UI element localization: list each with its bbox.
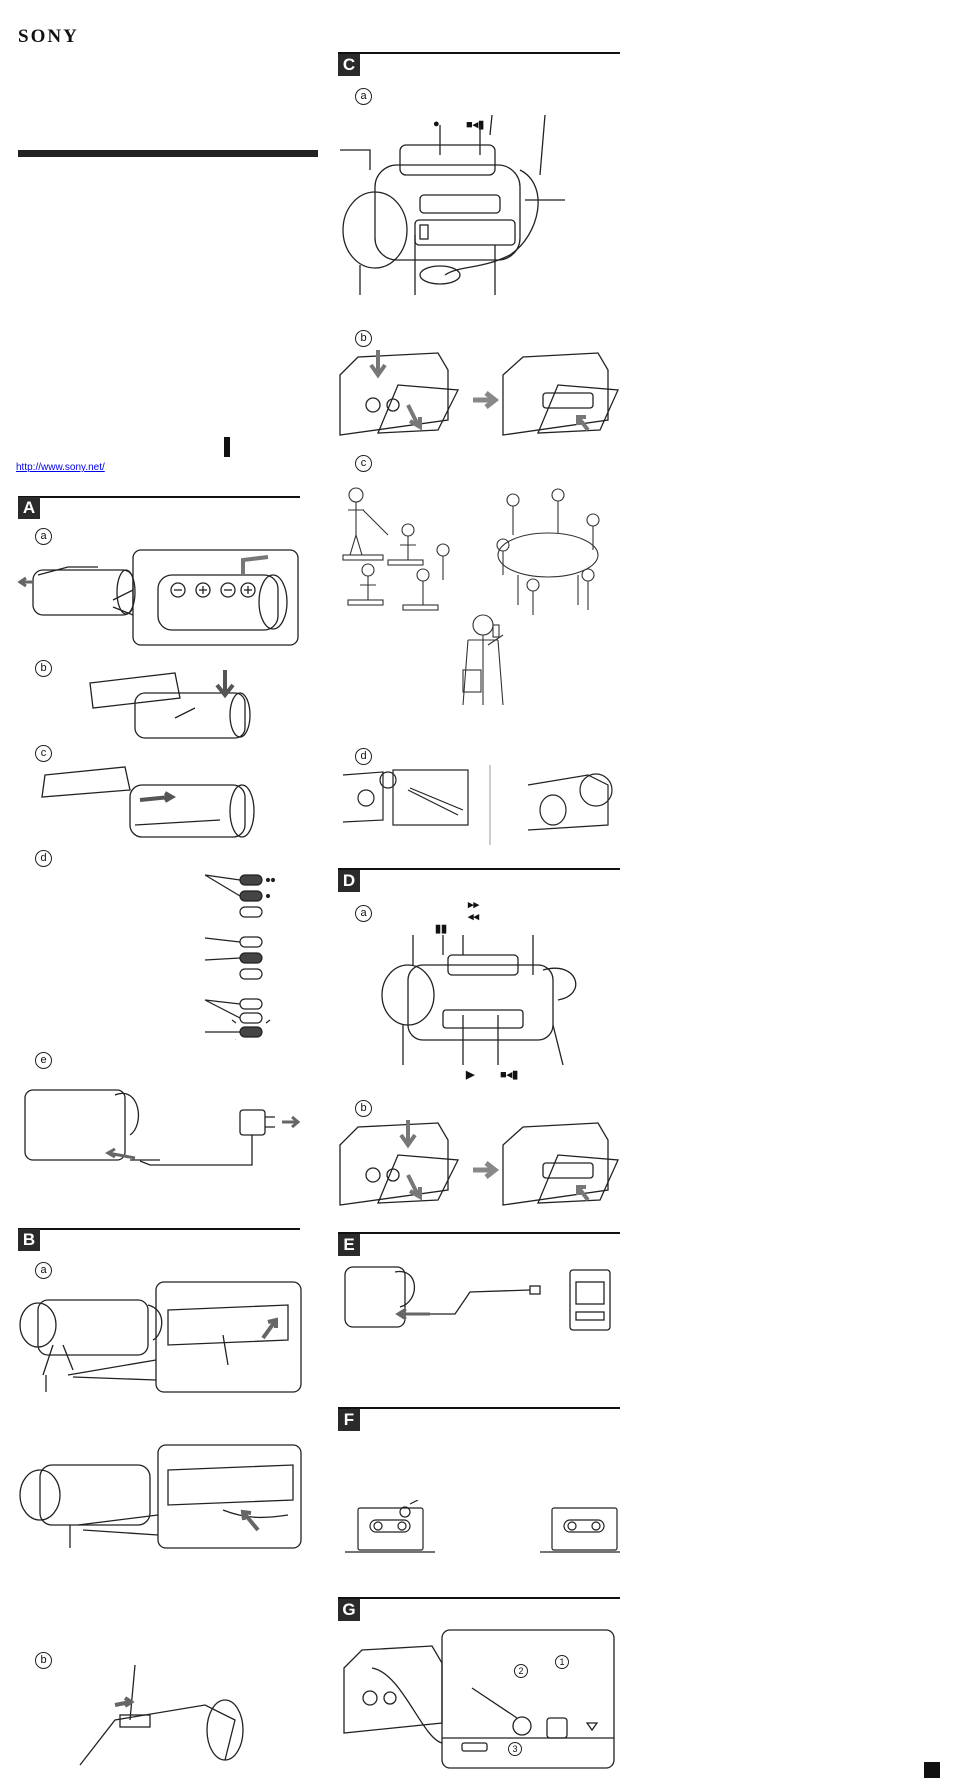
section-d-rule bbox=[338, 868, 620, 870]
cassette-door-figure-2 bbox=[338, 1115, 620, 1210]
sub-a-b: b bbox=[35, 660, 52, 677]
strap-figure-2 bbox=[18, 1440, 303, 1550]
section-b-badge: B bbox=[18, 1229, 40, 1251]
section-c-rule bbox=[338, 52, 620, 54]
section-c-badge: C bbox=[338, 54, 360, 76]
recorder-icon bbox=[19, 1281, 302, 1393]
sub-d-a: a bbox=[355, 905, 372, 922]
sub-a-c: c bbox=[35, 745, 52, 762]
callout-2: 2 bbox=[514, 1664, 528, 1678]
pause-symbol: ▮▮ bbox=[435, 923, 448, 935]
battery-insert-figure bbox=[18, 545, 303, 650]
section-a-badge: A bbox=[18, 497, 40, 519]
cassette-door-figure bbox=[338, 345, 620, 440]
section-g-badge: G bbox=[338, 1599, 360, 1621]
title-rule bbox=[18, 150, 318, 157]
recorder-parts-figure bbox=[340, 115, 570, 295]
record-symbol: ● bbox=[433, 118, 440, 130]
ff-symbol: ▸▸ bbox=[468, 899, 480, 911]
strap-figure-3 bbox=[75, 1660, 245, 1770]
usage-scenes-figure bbox=[338, 475, 620, 725]
section-f-rule bbox=[338, 1407, 620, 1409]
sub-a-e: e bbox=[35, 1052, 52, 1069]
cassette-tab-figure bbox=[340, 1500, 620, 1560]
callout-1: 1 bbox=[555, 1655, 569, 1669]
page-corner-mark bbox=[924, 1762, 940, 1778]
sub-b-b: b bbox=[35, 1652, 52, 1669]
battery-icon bbox=[18, 549, 299, 646]
ac-adapter-figure bbox=[20, 1065, 300, 1185]
section-e-rule bbox=[338, 1232, 620, 1234]
sub-c-a: a bbox=[355, 88, 372, 105]
sub-c-d: d bbox=[355, 748, 372, 765]
playback-controls-figure bbox=[378, 935, 593, 1065]
section-g-rule bbox=[338, 1597, 620, 1599]
website-link[interactable]: http://www.sony.net/ bbox=[16, 462, 105, 473]
sub-c-b: b bbox=[355, 330, 372, 347]
rew-symbol: ◂◂ bbox=[468, 911, 480, 923]
marker-bar bbox=[224, 437, 230, 457]
section-d-badge: D bbox=[338, 870, 360, 892]
tab-detail-figure bbox=[338, 760, 620, 850]
sub-a-d: d bbox=[35, 850, 52, 867]
battery-indicators bbox=[200, 870, 285, 1040]
play-symbol: ▶ bbox=[466, 1069, 475, 1081]
cassette-icon bbox=[345, 1500, 620, 1553]
sub-b-a: a bbox=[35, 1262, 52, 1279]
external-connection-figure bbox=[340, 1262, 615, 1337]
stop-eject-d-symbol: ■◂▮ bbox=[500, 1069, 519, 1081]
sub-a-a: a bbox=[35, 528, 52, 545]
section-b-rule bbox=[18, 1228, 300, 1230]
strap-figure-1 bbox=[18, 1280, 303, 1395]
callout-3: 3 bbox=[508, 1742, 522, 1756]
sub-d-b: b bbox=[355, 1100, 372, 1117]
cover-slide-figure bbox=[40, 755, 265, 845]
sub-c-c: c bbox=[355, 455, 372, 472]
section-a-rule bbox=[18, 496, 300, 498]
section-f-badge: F bbox=[338, 1409, 360, 1431]
head-cleaning-figure bbox=[342, 1628, 617, 1771]
ac-adapter-icon bbox=[24, 1089, 300, 1166]
brand-logo: SONY bbox=[18, 26, 79, 47]
cover-open-figure bbox=[85, 668, 265, 743]
section-e-badge: E bbox=[338, 1234, 360, 1256]
